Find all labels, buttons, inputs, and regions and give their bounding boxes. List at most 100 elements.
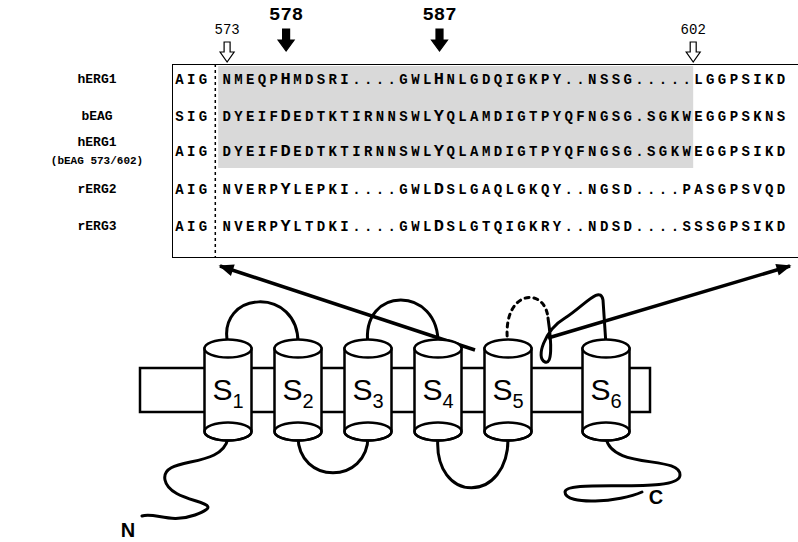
residue: D [492,142,504,162]
residue: G [468,70,480,90]
row-label: rERG2 [77,183,116,198]
residue: S [645,107,657,127]
residue: I [256,142,268,162]
residue: . [563,217,575,237]
residue: P [681,180,693,200]
residue: K [763,142,775,162]
residue: G [468,217,480,237]
residue: R [362,142,374,162]
residue: K [327,142,339,162]
residue: D [221,142,233,162]
residue: L [421,70,433,90]
residue: . [575,217,587,237]
boundary-dashed-line [215,64,217,258]
residue: I [185,217,197,237]
residue: V [752,180,764,200]
residue: G [622,142,634,162]
residue: G [197,107,209,127]
residue: D [433,217,445,237]
cylinder-top [205,340,252,358]
residue: T [527,107,539,127]
residue [209,217,221,237]
residue: . [350,217,362,237]
residue: D [622,217,634,237]
residue: Q [492,180,504,200]
helix-cylinder: S3 [343,338,393,442]
residue: . [634,142,646,162]
open-arrow [220,42,234,62]
cylinder-bottom [205,423,252,441]
residue: . [374,180,386,200]
row-label: (bEAG 573/602) [51,155,143,168]
residue: S [704,217,716,237]
residue: Q [563,142,575,162]
residue: S [315,70,327,90]
residue: L [421,217,433,237]
cylinder-bottom [275,423,322,441]
sequence-row: AIG NVERPYLTDKI....GWLDSLGTQIGKRY..NDSD.… [174,217,787,237]
residue: Y [433,107,445,127]
residue: Y [232,107,244,127]
residue: A [174,142,186,162]
residue: L [457,180,469,200]
segment-label: S2 [282,375,313,405]
residue: N [374,107,386,127]
residue: . [386,217,398,237]
residue: N [586,180,598,200]
residue: G [622,107,634,127]
residue: P [268,180,280,200]
terminus-label: C [649,486,663,509]
helix-cylinder: S5 [483,338,533,442]
residue: L [457,70,469,90]
open-arrow [686,42,700,62]
residue: M [232,70,244,90]
cylinder-body [345,349,392,441]
residue: A [174,70,186,90]
residue: A [693,180,705,200]
residue: G [197,180,209,200]
residue: N [221,217,233,237]
residue: F [268,107,280,127]
residue: K [669,107,681,127]
residue: F [575,142,587,162]
residue: S [610,70,622,90]
residue: Q [445,142,457,162]
segment-label: S6 [590,375,621,405]
residue: . [645,217,657,237]
residue: S [740,107,752,127]
residue: G [716,107,728,127]
residue: S [610,180,622,200]
residue: H [433,70,445,90]
residue: I [504,217,516,237]
residue: Y [433,142,445,162]
residue: Q [563,107,575,127]
residue: R [256,217,268,237]
residue: D [775,180,787,200]
residue: T [303,217,315,237]
residue [209,107,221,127]
zoom-arrow [220,266,475,350]
residue: T [527,142,539,162]
residue: K [527,70,539,90]
cylinder-body [485,349,532,441]
residue [209,70,221,90]
residue: G [716,142,728,162]
residue: N [374,142,386,162]
residue: D [775,70,787,90]
residue: Y [280,217,292,237]
residue: . [563,180,575,200]
residue: A [174,217,186,237]
residue: L [693,70,705,90]
residue: L [291,180,303,200]
residue: I [350,142,362,162]
residue: L [504,180,516,200]
residue: . [362,70,374,90]
residue: G [398,180,410,200]
residue: H [280,70,292,90]
residue: G [598,180,610,200]
helix-cylinder: S4 [413,338,463,442]
residue: G [657,142,669,162]
residue: E [244,70,256,90]
residue: I [752,70,764,90]
sequence-row: AIG DYEIFDEDTKTIRNNSWLYQLAMDIGTPYQFNGSG.… [174,142,787,162]
